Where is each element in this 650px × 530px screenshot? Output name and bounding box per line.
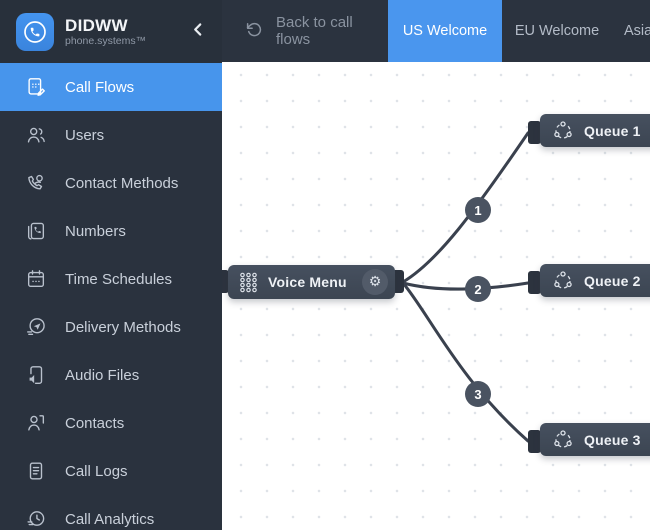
sidebar-item-label: Call Flows [65,78,135,96]
time-schedules-icon [25,268,47,290]
sidebar-item-delivery-methods[interactable]: Delivery Methods [0,303,222,351]
didww-logo-icon [16,12,54,51]
node-label: Queue 2 [584,272,641,289]
sidebar-item-contact-methods[interactable]: Contact Methods [0,159,222,207]
node-queue-2[interactable]: Queue 2 [540,264,650,297]
sidebar-item-label: Users [65,126,105,144]
sidebar-item-call-flows[interactable]: Call Flows [0,63,222,111]
back-label: Back to call flows [276,14,353,48]
sidebar-item-users[interactable]: Users [0,111,222,159]
node-queue-1[interactable]: Queue 1 [540,114,650,147]
call-flows-icon [25,76,47,98]
tab-label: Asia [624,23,650,39]
dialpad-icon [239,271,258,293]
sidebar-item-label: Delivery Methods [65,318,181,336]
gear-icon: ⚙ [368,274,382,290]
queue-2-input-port[interactable] [528,271,541,294]
sidebar-item-label: Call Logs [65,462,128,480]
sidebar-item-numbers[interactable]: Numbers [0,207,222,255]
sidebar-item-label: Audio Files [65,366,140,384]
queue-icon [552,429,574,451]
connection-lines [401,131,530,443]
brand-text: DIDWW phone.systems™ [65,16,186,48]
numbers-icon [25,220,47,242]
node-label: Queue 3 [584,431,641,448]
queue-3-input-port[interactable] [528,430,541,453]
call-analytics-icon [25,508,47,530]
node-voice-menu[interactable]: Voice Menu ⚙ [228,265,395,299]
users-icon [25,124,47,146]
voice-menu-input-port[interactable] [222,270,229,293]
sidebar-collapse-button[interactable] [186,21,208,43]
sidebar-item-label: Call Analytics [65,510,155,528]
delivery-methods-icon [25,316,47,338]
tab-label: EU Welcome [514,23,600,39]
brand-header: DIDWW phone.systems™ [0,0,222,63]
node-label: Voice Menu [268,274,347,290]
queue-icon [552,270,574,292]
tab-eu-welcome[interactable]: EU Welcome [502,0,612,62]
contacts-icon [25,412,47,434]
call-flow-tabs: US Welcome EU Welcome Asia [388,0,650,62]
tab-us-welcome[interactable]: US Welcome [388,0,502,62]
back-undo-icon [245,20,276,42]
sidebar: DIDWW phone.systems™ Ca [0,0,222,530]
node-queue-3[interactable]: Queue 3 [540,423,650,456]
queue-icon [552,120,574,142]
connection-badge-3[interactable]: 3 [465,381,491,407]
call-logs-icon [25,460,47,482]
audio-files-icon [25,364,47,386]
sidebar-item-call-analytics[interactable]: Call Analytics [0,495,222,530]
queue-1-input-port[interactable] [528,121,541,144]
call-flow-canvas[interactable]: 1 2 3 Voice Menu ⚙ [222,62,650,530]
sidebar-item-audio-files[interactable]: Audio Files [0,351,222,399]
node-label: Queue 1 [584,122,641,139]
contact-methods-icon [25,172,47,194]
sidebar-item-call-logs[interactable]: Call Logs [0,447,222,495]
connection-badge-2[interactable]: 2 [465,276,491,302]
sidebar-item-label: Contacts [65,414,125,432]
sidebar-item-label: Time Schedules [65,270,172,288]
chevron-left-icon [192,22,203,42]
top-header: Back to call flows US Welcome EU Welcome… [222,0,650,62]
sidebar-item-contacts[interactable]: Contacts [0,399,222,447]
connection-badge-1[interactable]: 1 [465,197,491,223]
back-to-call-flows-button[interactable]: Back to call flows [222,0,388,62]
brand-subtitle: phone.systems™ [65,35,147,48]
sidebar-item-time-schedules[interactable]: Time Schedules [0,255,222,303]
tab-asia[interactable]: Asia [612,0,650,62]
sidebar-nav: Call Flows Users [0,63,222,530]
tab-label: US Welcome [402,23,488,39]
sidebar-item-label: Numbers [65,222,126,240]
sidebar-item-label: Contact Methods [65,174,179,192]
node-settings-button[interactable]: ⚙ [362,269,388,295]
brand-name: DIDWW [65,15,128,35]
